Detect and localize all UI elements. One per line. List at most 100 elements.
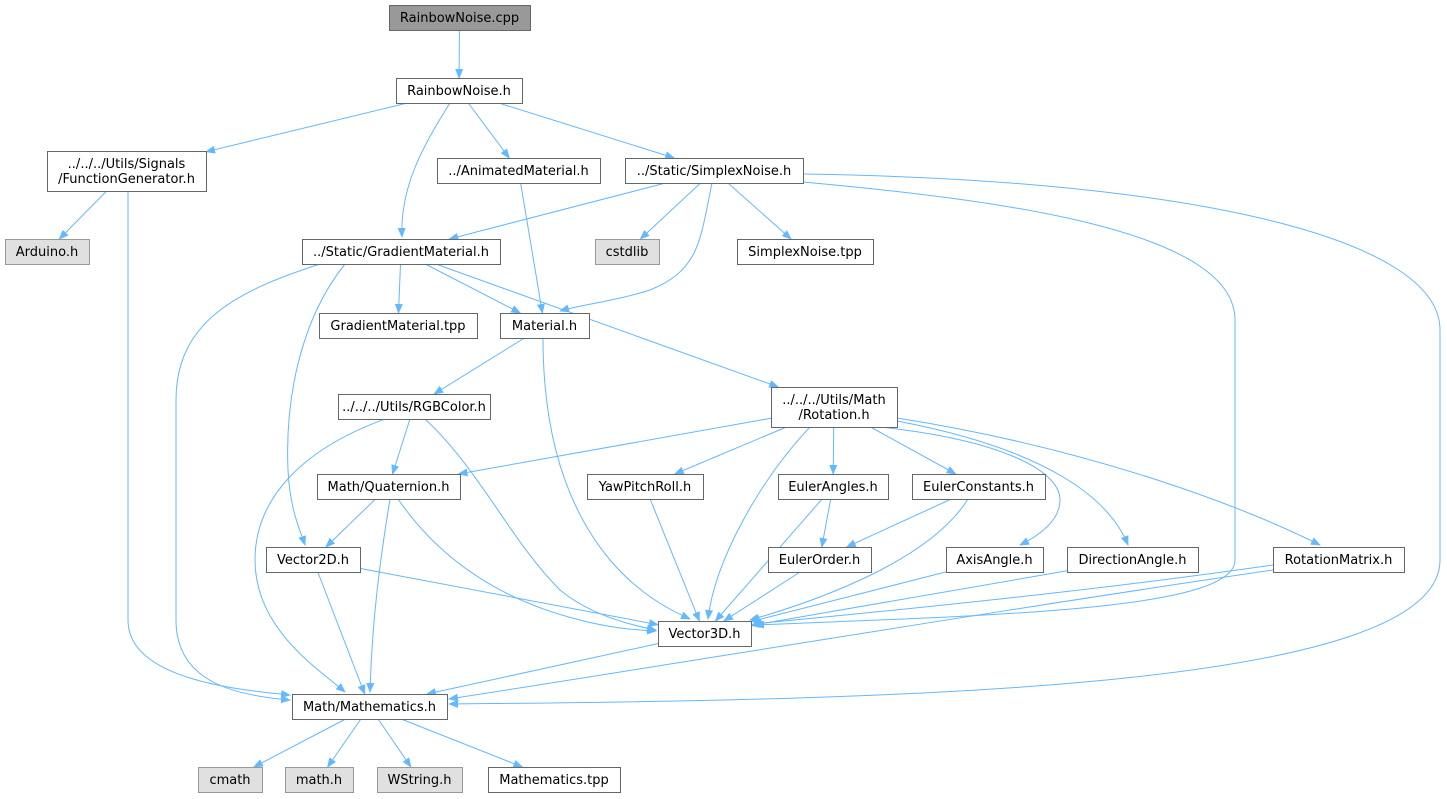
edge-quaternion-to-vector3d (397, 498, 657, 635)
edge-mathematics-to-wstring (377, 718, 412, 768)
edge-mathematics-to-math_h (327, 718, 362, 768)
edge-rotation-to-quaternion (457, 417, 772, 477)
node-vector2d[interactable]: Vector2D.h (266, 547, 361, 573)
node-box (266, 547, 361, 573)
node-box (912, 474, 1046, 500)
node-math_tpp[interactable]: Mathematics.tpp (488, 767, 621, 793)
node-quaternion[interactable]: Math/Quaternion.h (317, 474, 461, 500)
node-animated[interactable]: ../AnimatedMaterial.h (437, 158, 601, 184)
node-label: ../Static/GradientMaterial.h (313, 245, 489, 260)
node-eulerangles[interactable]: EulerAngles.h (778, 474, 889, 500)
node-ypr[interactable]: YawPitchRoll.h (587, 474, 704, 500)
node-box (338, 394, 491, 420)
edge-eulerconst-to-eulerorder (845, 498, 952, 548)
node-label: DirectionAngle.h (1078, 553, 1186, 568)
node-box (587, 474, 704, 500)
node-label: ../../../Utils/Math (782, 393, 885, 408)
node-box (1273, 547, 1405, 573)
edge-material-to-rgbcolor (433, 337, 525, 395)
node-axisangle[interactable]: AxisAngle.h (946, 547, 1044, 573)
edge-rgbcolor-to-quaternion (391, 418, 411, 475)
node-box (437, 158, 601, 184)
edge-animated-to-material (520, 182, 545, 314)
edge-dirangle-to-vector3d (750, 570, 1068, 628)
node-label: Vector2D.h (277, 553, 349, 568)
node-rotmatrix[interactable]: RotationMatrix.h (1273, 547, 1405, 573)
node-gradient_h[interactable]: ../Static/GradientMaterial.h (302, 239, 501, 265)
node-rotation[interactable]: ../../../Utils/Math/Rotation.h (771, 387, 898, 428)
edge-funcgen-to-mathematics (127, 190, 291, 699)
edge-rotation-to-eulerconst (870, 426, 957, 475)
node-material[interactable]: Material.h (500, 313, 590, 339)
node-box (946, 547, 1044, 573)
node-box (5, 239, 90, 265)
edge-simplex_h-to-cstdlib (639, 182, 701, 240)
edge-rotation-to-rotmatrix (896, 417, 1321, 546)
node-box (285, 767, 354, 793)
node-box (1067, 547, 1199, 573)
node-box (198, 767, 263, 793)
edge-rotation-to-eulerangles (829, 426, 838, 475)
edge-vector3d-to-mathematics (425, 643, 659, 696)
node-label: ../../../Utils/RGBColor.h (342, 400, 486, 415)
node-label: EulerConstants.h (923, 480, 1034, 495)
node-label: Math/Quaternion.h (328, 480, 450, 495)
node-box (771, 387, 898, 428)
edge-material-to-vector3d (542, 337, 691, 620)
node-box (319, 313, 478, 339)
node-label: Math/Mathematics.h (303, 700, 436, 715)
edge-rainbow_h-to-funcgen (205, 102, 408, 154)
edge-rotmatrix-to-mathematics (448, 569, 1274, 702)
edge-quaternion-to-mathematics (366, 498, 391, 693)
edge-quaternion-to-vector2d (325, 498, 376, 548)
node-dirangle[interactable]: DirectionAngle.h (1067, 547, 1199, 573)
edge-rgbcolor-to-vector3d (424, 418, 657, 633)
edge-vector2d-to-mathematics (317, 571, 366, 695)
edge-gradient_h-to-material (424, 263, 522, 314)
node-funcgen[interactable]: ../../../Utils/Signals/FunctionGenerator… (47, 151, 207, 192)
edge-simplex_h-to-material (559, 182, 713, 313)
node-label: Arduino.h (16, 245, 78, 260)
edge-rotation-to-dirangle (896, 420, 1129, 546)
node-label: ../AnimatedMaterial.h (448, 164, 589, 179)
node-box (302, 239, 501, 265)
edge-eulerconst-to-vector3d (749, 498, 969, 622)
edge-funcgen-to-arduino (58, 190, 108, 240)
node-math_h: math.h (285, 767, 354, 793)
node-vector3d[interactable]: Vector3D.h (658, 621, 752, 647)
node-label: AxisAngle.h (956, 553, 1032, 568)
node-mathematics[interactable]: Math/Mathematics.h (292, 694, 448, 720)
node-simplex_tpp[interactable]: SimplexNoise.tpp (737, 239, 874, 265)
edge-gradient_h-to-vector2d (287, 263, 346, 546)
node-gradient_tpp[interactable]: GradientMaterial.tpp (319, 313, 478, 339)
node-eulerconst[interactable]: EulerConstants.h (912, 474, 1046, 500)
node-rainbow_cpp[interactable]: RainbowNoise.cpp (389, 5, 531, 31)
node-rainbow_h[interactable]: RainbowNoise.h (396, 78, 523, 104)
node-label: Mathematics.tpp (499, 773, 609, 788)
edge-rainbow_h-to-simplex_h (498, 102, 676, 160)
edge-simplex_h-to-gradient_h (448, 182, 666, 241)
node-cstdlib: cstdlib (595, 239, 660, 265)
node-arduino: Arduino.h (5, 239, 90, 265)
edge-gradient_h-to-rotation (435, 263, 780, 388)
edge-rgbcolor-to-mathematics (254, 418, 386, 693)
node-box (488, 767, 621, 793)
node-eulerorder[interactable]: EulerOrder.h (768, 547, 872, 573)
node-label: /Rotation.h (798, 408, 869, 423)
node-label: cmath (209, 773, 250, 788)
node-label: ../Static/SimplexNoise.h (637, 164, 791, 179)
edge-rotation-to-axisangle (879, 426, 1061, 546)
node-label: math.h (296, 773, 342, 788)
edge-mathematics-to-math_tpp (400, 718, 524, 768)
node-label: RainbowNoise.h (407, 84, 511, 99)
edge-rotation-to-ypr (673, 426, 787, 475)
edge-gradient_h-to-gradient_tpp (394, 263, 403, 314)
node-simplex_h[interactable]: ../Static/SimplexNoise.h (625, 158, 804, 184)
edge-axisangle-to-vector3d (750, 571, 947, 624)
node-box (595, 239, 660, 265)
node-wstring: WString.h (377, 767, 463, 793)
node-rgbcolor[interactable]: ../../../Utils/RGBColor.h (338, 394, 491, 420)
node-box (377, 767, 463, 793)
node-label: GradientMaterial.tpp (330, 319, 465, 334)
